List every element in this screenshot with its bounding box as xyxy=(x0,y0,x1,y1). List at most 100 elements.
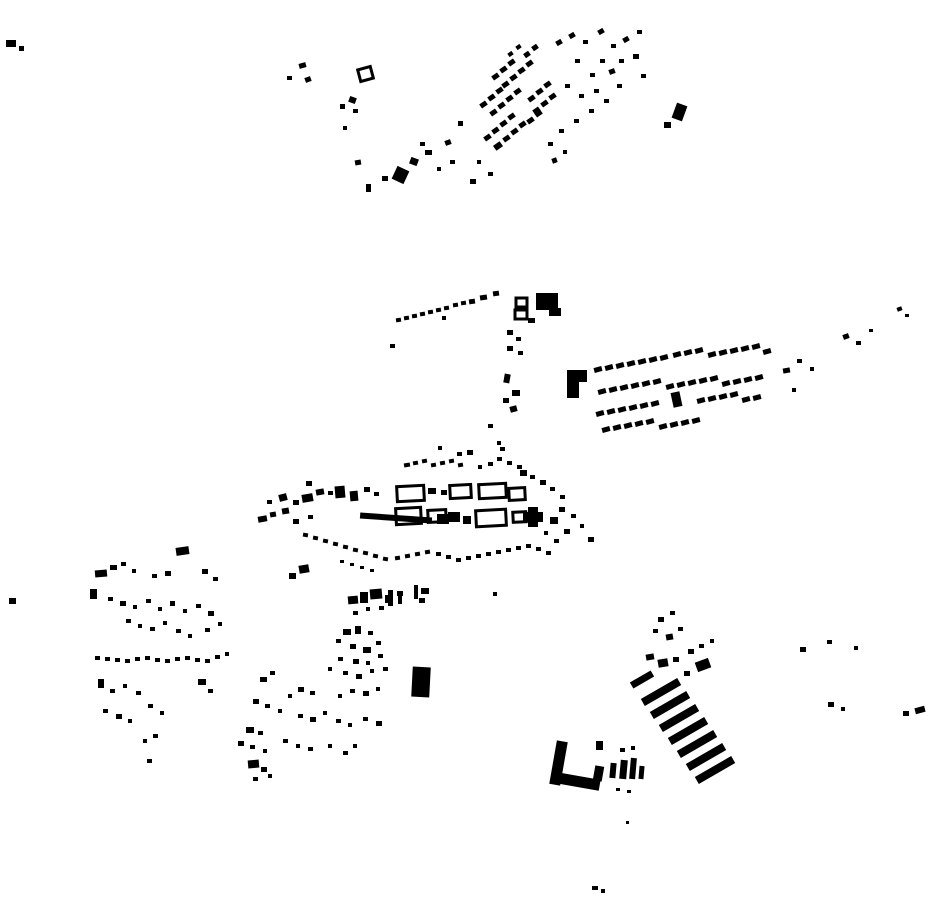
building-footprint xyxy=(94,569,108,578)
building-footprint xyxy=(476,554,481,558)
building-footprint xyxy=(608,68,616,75)
building-footprint xyxy=(634,420,644,427)
building-footprint xyxy=(509,405,518,413)
building-footprint xyxy=(185,656,190,660)
building-footprint xyxy=(549,308,561,316)
building-footprint xyxy=(676,730,718,758)
building-footprint xyxy=(474,507,508,529)
building-footprint xyxy=(253,699,259,704)
building-footprint xyxy=(246,727,254,733)
building-footprint xyxy=(414,585,418,599)
building-footprint xyxy=(525,59,534,68)
building-footprint xyxy=(352,547,359,553)
building-footprint xyxy=(684,671,690,676)
building-footprint xyxy=(559,507,565,512)
building-footprint xyxy=(372,553,379,559)
building-footprint xyxy=(488,462,493,466)
building-footprint xyxy=(507,486,527,502)
building-footprint xyxy=(120,601,126,606)
building-footprint xyxy=(497,101,506,110)
building-footprint xyxy=(683,349,693,356)
building-footprint xyxy=(810,367,814,371)
building-footprint xyxy=(903,711,909,716)
building-footprint xyxy=(518,351,523,355)
building-footprint xyxy=(382,176,388,181)
building-footprint xyxy=(238,741,244,746)
building-footprint xyxy=(437,514,449,524)
building-footprint xyxy=(334,485,346,499)
building-footprint xyxy=(467,450,473,455)
building-footprint xyxy=(355,626,361,634)
building-footprint xyxy=(145,656,150,660)
building-footprint xyxy=(376,687,380,691)
building-footprint xyxy=(448,482,473,501)
building-footprint xyxy=(608,386,618,393)
building-footprint xyxy=(153,734,158,738)
building-footprint xyxy=(478,465,482,469)
building-footprint xyxy=(414,551,421,557)
building-footprint xyxy=(842,333,850,340)
building-footprint xyxy=(574,119,579,123)
building-footprint xyxy=(499,119,508,128)
building-footprint xyxy=(298,714,303,718)
building-footprint xyxy=(287,76,292,80)
building-footprint xyxy=(583,40,588,44)
building-footprint xyxy=(615,362,625,369)
building-footprint xyxy=(115,658,120,662)
building-footprint xyxy=(665,633,674,641)
building-footprint xyxy=(208,611,214,616)
building-footprint xyxy=(567,370,587,382)
building-footprint xyxy=(567,380,579,398)
building-footprint xyxy=(6,40,16,47)
building-footprint xyxy=(165,659,170,663)
building-footprint xyxy=(170,601,175,606)
building-footprint xyxy=(691,417,701,424)
building-footprint xyxy=(664,122,671,128)
building-footprint xyxy=(342,544,349,550)
building-footprint xyxy=(589,109,594,113)
building-footprint xyxy=(721,380,731,387)
building-footprint xyxy=(175,657,180,661)
building-footprint xyxy=(460,300,467,306)
building-footprint xyxy=(121,562,126,566)
building-footprint xyxy=(669,421,679,428)
building-footprint xyxy=(296,744,300,748)
building-footprint xyxy=(650,400,660,407)
building-footprint xyxy=(752,394,762,401)
building-footprint xyxy=(430,462,437,468)
building-footprint xyxy=(374,492,379,496)
building-footprint xyxy=(479,100,488,109)
building-footprint xyxy=(670,611,675,615)
building-footprint xyxy=(353,744,357,748)
building-footprint xyxy=(530,475,535,479)
building-footprint xyxy=(348,723,352,727)
building-footprint xyxy=(403,315,410,321)
building-footprint xyxy=(105,657,110,661)
building-footprint xyxy=(395,483,426,504)
building-footprint xyxy=(215,655,220,659)
building-footprint xyxy=(370,569,374,572)
building-footprint xyxy=(503,373,511,384)
building-footprint xyxy=(622,35,630,44)
building-footprint xyxy=(486,552,491,556)
building-footprint xyxy=(132,569,136,573)
building-footprint xyxy=(108,597,113,601)
building-footprint xyxy=(782,367,791,374)
building-footprint xyxy=(125,659,130,663)
building-footprint xyxy=(205,628,210,632)
building-footprint xyxy=(532,106,541,115)
building-footprint xyxy=(527,94,536,103)
building-footprint xyxy=(328,744,332,748)
building-footprint xyxy=(594,89,599,93)
building-footprint xyxy=(443,305,450,311)
building-footprint xyxy=(427,309,434,315)
building-footprint xyxy=(488,424,493,428)
building-footprint xyxy=(670,391,683,408)
building-footprint xyxy=(617,84,622,88)
building-footprint xyxy=(601,426,611,433)
building-footprint xyxy=(457,452,462,456)
building-footprint xyxy=(648,356,658,363)
building-footprint xyxy=(165,571,171,576)
building-footprint xyxy=(123,684,127,688)
